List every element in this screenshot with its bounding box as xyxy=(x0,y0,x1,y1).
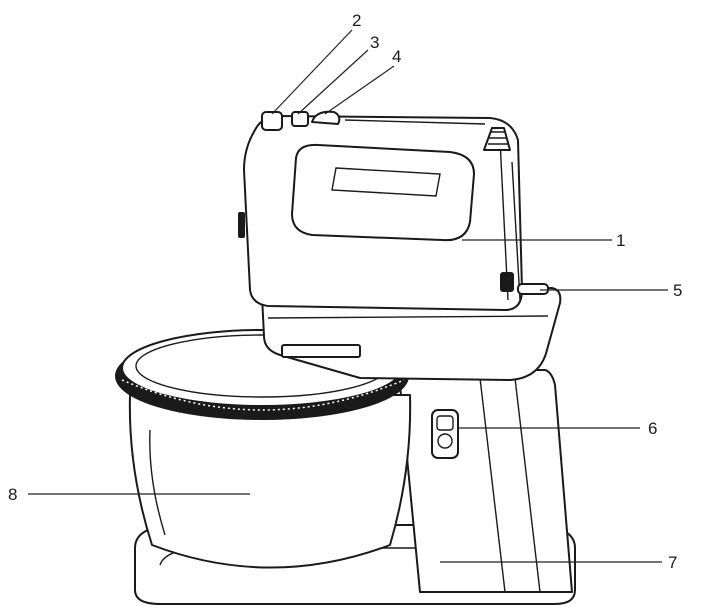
callout-2: 2 xyxy=(352,11,361,30)
speed-switch xyxy=(431,409,459,459)
leader-line-4 xyxy=(324,65,395,115)
callout-labels: 1 2 3 4 5 6 7 8 xyxy=(8,11,682,572)
callout-7: 7 xyxy=(668,553,677,572)
hand-mixer xyxy=(238,110,549,311)
callout-8: 8 xyxy=(8,485,17,504)
callout-1: 1 xyxy=(616,231,625,250)
callout-5: 5 xyxy=(673,281,682,300)
mixer-arm xyxy=(261,287,562,381)
callout-4: 4 xyxy=(392,47,401,66)
callout-6: 6 xyxy=(648,419,657,438)
leader-lines xyxy=(28,29,668,563)
leader-line-2 xyxy=(271,29,353,115)
leader-line-3 xyxy=(297,49,369,115)
callout-3: 3 xyxy=(370,33,379,52)
